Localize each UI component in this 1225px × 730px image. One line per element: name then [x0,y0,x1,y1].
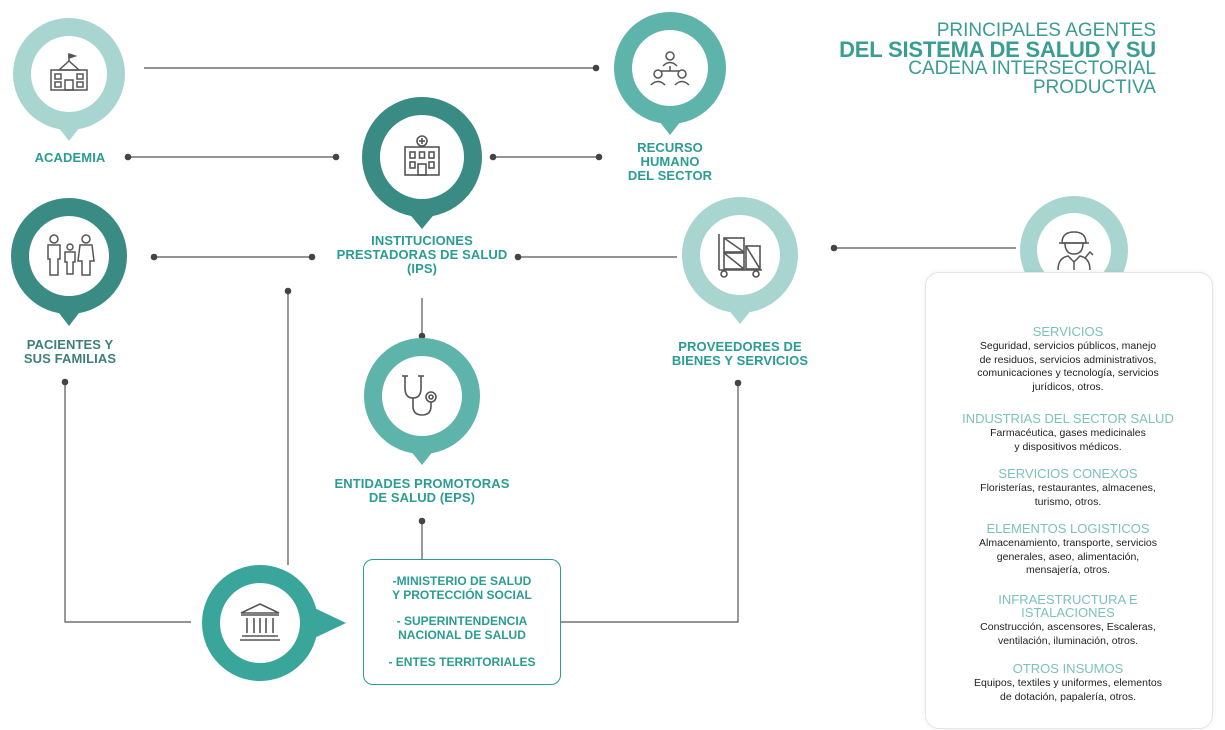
section-text: Construcción, ascensores, Escaleras, ven… [980,621,1156,647]
panel-section-servicios: SERVICIOS Seguridad, servicios públicos,… [930,325,1206,394]
school-icon [50,52,88,91]
ministerio-item: -MINISTERIO DE SALUD Y PROTECCIÓN SOCIAL [392,574,532,602]
section-title: SERVICIOS CONEXOS [998,466,1138,481]
section-title: INDUSTRIAS DEL SECTOR SALUD [962,411,1174,426]
panel-section-conexos: SERVICIOS CONEXOS Floristerías, restaura… [930,467,1206,509]
superintendencia-item: - SUPERINTENDENCIA NACIONAL DE SALUD [396,614,528,642]
worker-icon [1057,231,1094,271]
eps-label: ENTIDADES PROMOTORAS DE SALUD (EPS) [334,476,510,505]
section-title: ELEMENTOS LOGISTICOS [986,521,1150,536]
section-title: OTROS INSUMOS [1012,661,1124,676]
section-text: Seguridad, servicios públicos, manejo de… [977,340,1159,393]
panel-section-infraestructura: INFRAESTRUCTURA E ISTALACIONES Construcc… [930,593,1206,648]
section-text: Floristerías, restaurantes, almacenes, t… [980,482,1156,508]
panel-section-industrias: INDUSTRIAS DEL SECTOR SALUD Farmacéutica… [930,412,1206,454]
proveedores-pin [678,193,802,327]
section-text: Farmacéutica, gases medicinales y dispos… [990,427,1146,453]
services-panel [925,272,1213,729]
stethoscope-icon [402,375,437,416]
entes-territoriales-item: - ENTES TERRITORIALES [388,655,536,669]
section-text: Equipos, textiles y uniformes, elementos… [974,677,1162,703]
section-title: SERVICIOS [1032,324,1104,339]
cargo-trolley-icon [718,234,762,278]
family-icon [47,234,95,276]
panel-section-otros-insumos: OTROS INSUMOS Equipos, textiles y unifor… [930,662,1206,704]
academia-label: ACADEMIA [34,150,106,165]
academia-pin [9,14,129,144]
hospital-icon [404,135,440,176]
recurso-humano-label: RECURSO HUMANO DEL SECTOR [627,140,713,183]
government-building-icon [240,603,280,641]
ips-pin [356,95,488,235]
proveedores-label: PROVEEDORES DE BIENES Y SERVICIOS [671,339,809,368]
section-title: INFRAESTRUCTURA E ISTALACIONES [998,592,1138,620]
panel-section-logisticos: ELEMENTOS LOGISTICOS Almacenamiento, tra… [930,522,1206,578]
team-network-icon [650,51,690,86]
ips-label: INSTITUCIONES PRESTADORAS DE SALUD (IPS) [336,233,508,276]
section-text: Almacenamiento, transporte, servicios ge… [979,537,1157,576]
pacientes-label: PACIENTES Y SUS FAMILIAS [23,337,117,366]
page-title: PRINCIPALES AGENTES DEL SISTEMA DE SALUD… [839,20,1156,98]
ministerio-box: -MINISTERIO DE SALUD Y PROTECCIÓN SOCIAL… [363,559,561,685]
